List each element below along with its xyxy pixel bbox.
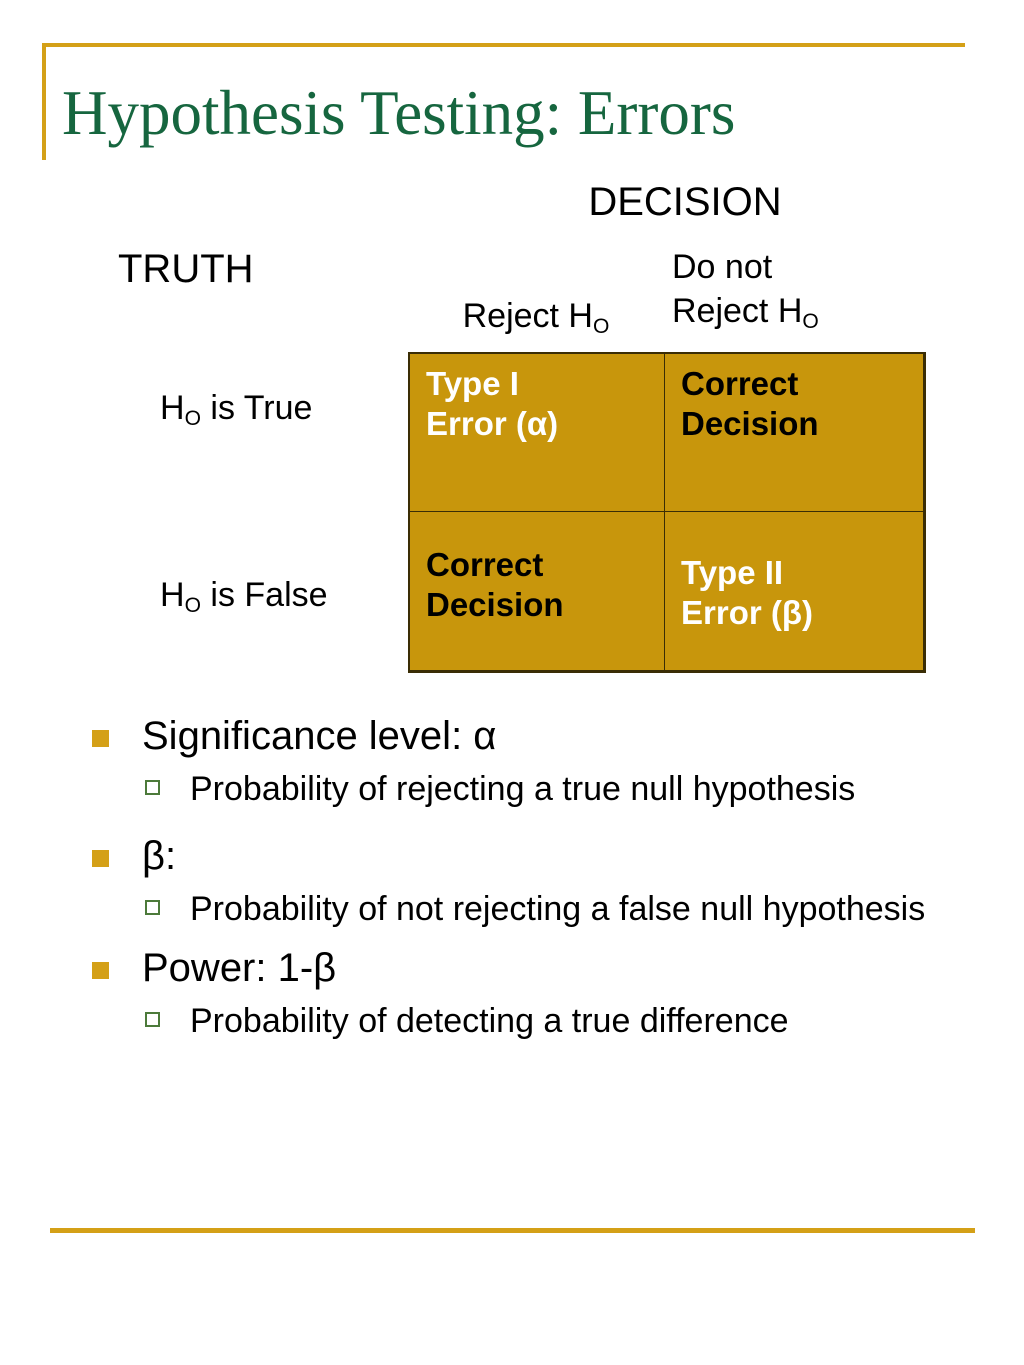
bullet-group-significance: Significance level: α Probability of rej…	[0, 712, 1024, 810]
row-header-h0-is-true: HO is True	[160, 389, 313, 430]
matrix-cell-line1: Correct	[426, 546, 544, 583]
bullet-level1-text: β:	[142, 834, 177, 878]
square-bullet-icon	[92, 962, 109, 979]
hollow-square-bullet-icon	[145, 780, 160, 795]
column-header-do-not-line1: Do not	[672, 248, 773, 286]
bullet-level2-power: Probability of detecting a true differen…	[0, 1000, 1024, 1042]
column-header-reject: Reject HO	[408, 296, 664, 338]
bullet-group-beta: β: Probability of not rejecting a false …	[0, 832, 1024, 930]
bullet-level2-text: Probability of not rejecting a false nul…	[190, 890, 926, 928]
bullet-level2-beta: Probability of not rejecting a false nul…	[0, 888, 1024, 930]
square-bullet-icon	[92, 730, 109, 747]
square-bullet-icon	[92, 850, 109, 867]
matrix-cell-correct-decision-bottom: Correct Decision	[409, 511, 665, 671]
bottom-accent-rule	[50, 1228, 975, 1233]
bullet-level2-text: Probability of detecting a true differen…	[190, 1002, 789, 1040]
bullet-level2-significance: Probability of rejecting a true null hyp…	[0, 768, 1024, 810]
bullet-level2-text: Probability of rejecting a true null hyp…	[190, 770, 856, 808]
subscript-o: O	[184, 406, 201, 430]
bullet-level1-text: Power: 1-β	[142, 946, 337, 990]
hollow-square-bullet-icon	[145, 900, 160, 915]
subscript-o: O	[802, 309, 819, 333]
matrix-cell-type-i-error: Type I Error (α)	[409, 353, 665, 512]
title-accent-left-rule	[42, 43, 46, 160]
matrix-cell-correct-decision-top: Correct Decision	[664, 353, 924, 512]
bullet-level1-text: Significance level: α	[142, 714, 497, 758]
column-header-do-not-reject: Do not Reject HO	[672, 245, 928, 333]
matrix-cell-line2: Error (β)	[681, 594, 813, 631]
subscript-o: O	[184, 593, 201, 617]
page-title: Hypothesis Testing: Errors	[62, 78, 736, 148]
matrix-cell-type-ii-error: Type II Error (β)	[664, 511, 924, 671]
matrix-cell-line1: Type II	[681, 554, 784, 591]
decision-header-label: DECISION	[588, 180, 782, 224]
matrix-cell-line1: Correct	[681, 365, 799, 402]
bullet-level1-significance: Significance level: α	[0, 712, 1024, 760]
matrix-cell-line2: Decision	[426, 586, 564, 623]
row-header-h0-is-false: HO is False	[160, 576, 328, 617]
matrix-cell-line2: Error (α)	[426, 405, 559, 442]
title-accent-top-rule	[42, 43, 965, 47]
error-matrix-table: Type I Error (α) Correct Decision Correc…	[408, 352, 926, 673]
matrix-cell-line2: Decision	[681, 405, 819, 442]
bullet-group-power: Power: 1-β Probability of detecting a tr…	[0, 944, 1024, 1042]
truth-header-label: TRUTH	[118, 247, 254, 291]
bullet-level1-beta: β:	[0, 832, 1024, 880]
hollow-square-bullet-icon	[145, 1012, 160, 1027]
subscript-o: O	[592, 314, 610, 338]
column-header-do-not-line2: Reject HO	[672, 292, 819, 333]
column-header-reject-text: Reject HO	[462, 297, 610, 338]
matrix-cell-line1: Type I	[426, 365, 519, 402]
bullet-list: Significance level: α Probability of rej…	[0, 712, 1024, 1052]
bullet-level1-power: Power: 1-β	[0, 944, 1024, 992]
